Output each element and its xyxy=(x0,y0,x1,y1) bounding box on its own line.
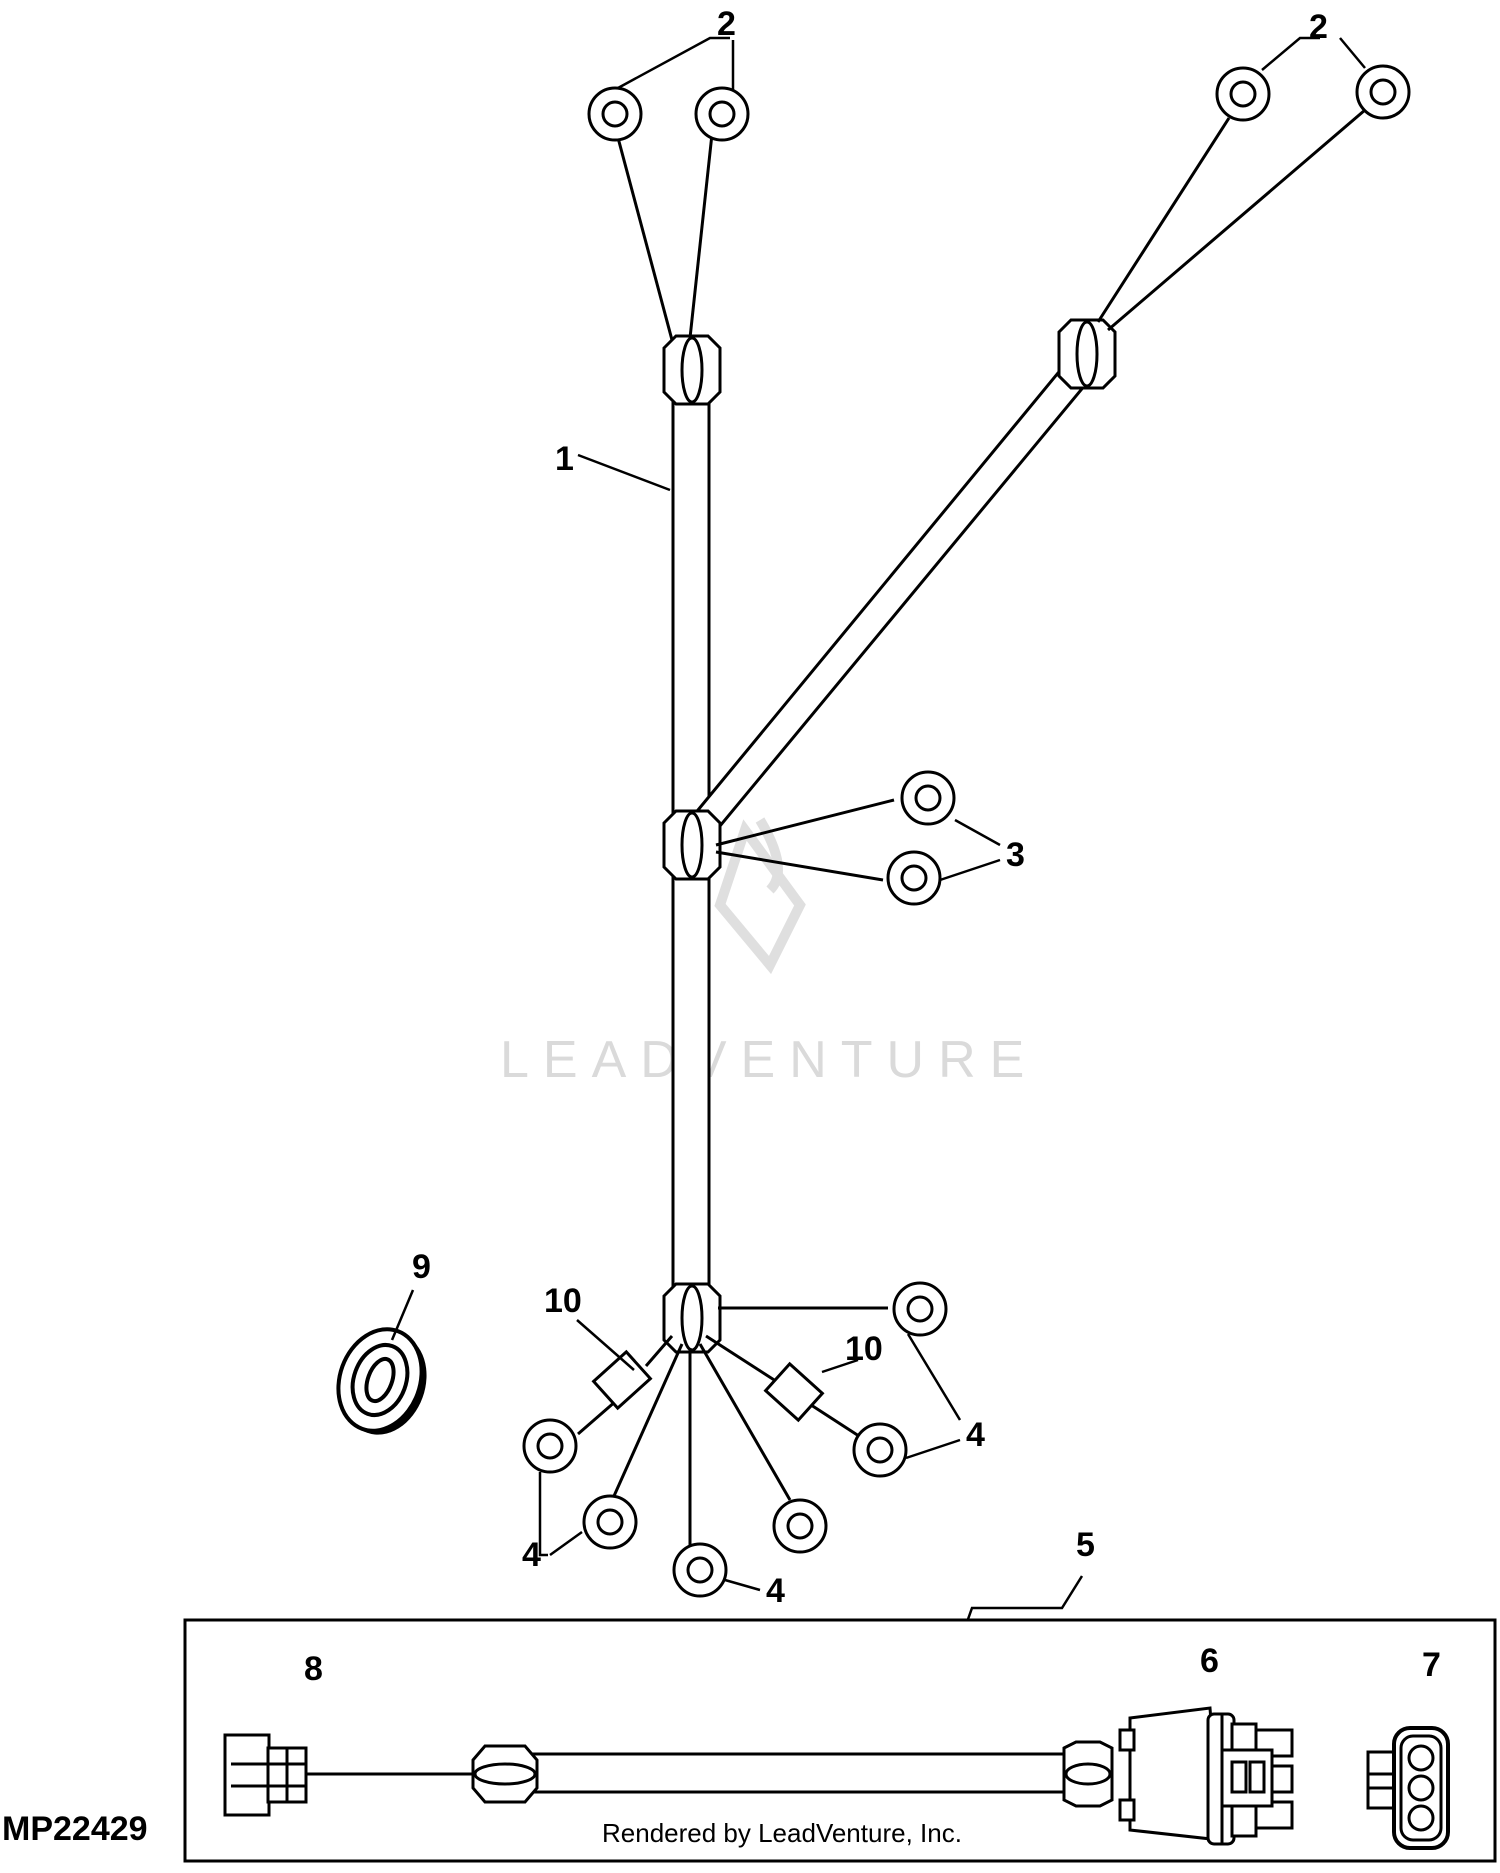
callout-4-left: 4 xyxy=(522,1536,541,1574)
connector-icon xyxy=(1366,1726,1450,1850)
harness-clamp-icon xyxy=(1062,1740,1114,1808)
callout-8: 8 xyxy=(304,1650,323,1688)
callout-6: 6 xyxy=(1200,1642,1219,1680)
harness-sleeve xyxy=(493,1752,1077,1794)
diagonal-branch xyxy=(695,353,1098,829)
callout-4-right: 4 xyxy=(966,1416,985,1454)
ring-terminal-icon xyxy=(522,64,1411,1598)
watermark-text: LEADVENTURE xyxy=(500,1031,1038,1089)
grommet-icon xyxy=(336,1327,427,1435)
connector-icon xyxy=(1118,1706,1294,1846)
main-harness xyxy=(671,353,1098,1302)
watermark: LEADVENTURE xyxy=(500,817,1038,1089)
harness-clamp-icon xyxy=(471,1744,539,1804)
callout-9: 9 xyxy=(412,1248,431,1286)
callout-10-right: 10 xyxy=(845,1330,883,1368)
callout-4-bottom: 4 xyxy=(766,1572,785,1610)
callouts: 1 2 2 3 4 4 4 5 6 7 8 9 10 10 xyxy=(304,5,1441,1688)
callout-1: 1 xyxy=(555,440,574,478)
wires xyxy=(577,108,1366,1550)
inline-component-icon xyxy=(591,1349,825,1423)
callout-2-right: 2 xyxy=(1309,8,1328,46)
callout-10-left: 10 xyxy=(544,1282,582,1320)
figure-id: MP22429 xyxy=(2,1810,148,1848)
harness-clamp-icon xyxy=(662,318,1117,1354)
callout-7: 7 xyxy=(1422,1646,1441,1684)
connector-icon xyxy=(223,1733,308,1817)
render-credit: Rendered by LeadVenture, Inc. xyxy=(602,1818,962,1848)
callout-3: 3 xyxy=(1006,836,1025,874)
inset-box xyxy=(183,1618,1497,1863)
callout-5: 5 xyxy=(1076,1526,1095,1564)
leader-lines xyxy=(288,36,1430,1761)
callout-2-left: 2 xyxy=(717,5,736,43)
